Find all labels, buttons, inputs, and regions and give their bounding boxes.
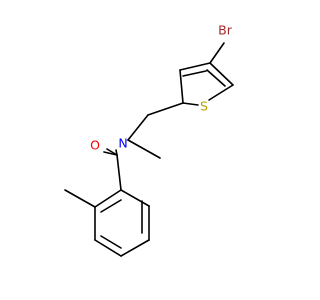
bond xyxy=(94,189,122,208)
bond xyxy=(100,235,122,249)
bond xyxy=(116,154,122,191)
bond xyxy=(120,239,150,257)
atom-label-o: O xyxy=(90,138,100,153)
atom-label-br: Br xyxy=(218,23,233,38)
bond xyxy=(64,189,96,208)
bond xyxy=(179,69,184,104)
bond xyxy=(120,189,150,207)
bond xyxy=(127,114,149,141)
bond xyxy=(94,239,122,257)
bond xyxy=(206,69,226,87)
atom-label-s: S xyxy=(200,99,208,114)
bond xyxy=(209,62,234,86)
bond xyxy=(208,84,234,101)
bond xyxy=(103,151,118,156)
bond xyxy=(127,139,161,159)
atom-label-n: N xyxy=(118,136,127,151)
bond xyxy=(182,102,199,106)
bond xyxy=(147,102,184,116)
bond xyxy=(209,42,225,64)
bond xyxy=(100,199,122,213)
bond xyxy=(182,70,207,77)
molecule-structure: Br S O N xyxy=(64,23,234,257)
bond xyxy=(179,62,211,71)
